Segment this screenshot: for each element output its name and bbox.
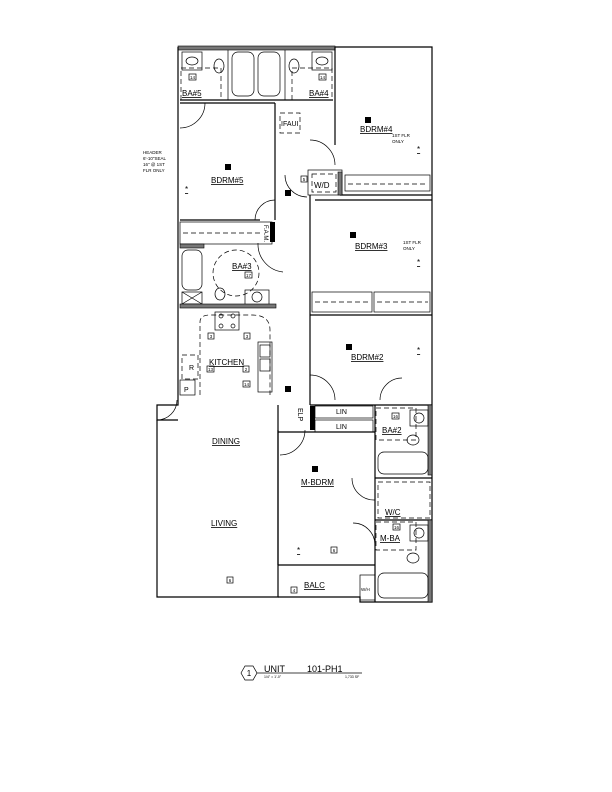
label-mba: M-BA [380, 534, 401, 543]
label-balc: BALC [304, 581, 325, 590]
label-lin: LIN [336, 424, 347, 431]
drawing-caption: 1 UNIT 101-PH1 1/4" = 1'-0" 1,733 SF [240, 664, 362, 681]
label-bdrm5: BDRM#5 [211, 176, 244, 185]
label-wh: W/H [361, 587, 370, 592]
tag: 16 [394, 525, 400, 530]
label-ba5: BA#5 [182, 89, 202, 98]
label-wc: W/C [385, 508, 401, 517]
note: 1ST FLR [403, 240, 422, 245]
label-bdrm2: BDRM#2 [351, 353, 384, 362]
tag: 14 [244, 382, 250, 387]
tag: 4 [293, 588, 296, 593]
tag: 2 [245, 367, 248, 372]
label-kitchen: KITCHEN [209, 358, 244, 367]
label-pantry: P [184, 387, 189, 394]
tag: 3 [210, 334, 213, 339]
label-bdrm4: BDRM#4 [360, 125, 393, 134]
tag: 6 [333, 548, 336, 553]
label-wd: W/D [314, 181, 330, 190]
smoke-detectors: * * * * * [185, 145, 420, 555]
svg-text:*: * [417, 346, 420, 355]
note: ONLY [392, 139, 404, 144]
svg-text:*: * [417, 145, 420, 154]
label-living: LIVING [211, 519, 237, 528]
fixture-tags: 14 14 5 17 3 3 13 2 14 16 16 6 6 4 [188, 73, 401, 594]
caption-scale: 1/4" = 1'-0" [264, 675, 282, 679]
label-lin: LIN [336, 409, 347, 416]
svg-text:*: * [185, 185, 188, 194]
label-ba3: BA#3 [232, 262, 252, 271]
walls: * * * * * [156, 45, 433, 603]
svg-text:*: * [417, 258, 420, 267]
room-labels: BA#5 BA#4 IFAUI BDRM#4 1ST FLR ONLY HEAD… [143, 89, 422, 592]
label-elp: ELP [296, 408, 303, 422]
note: 1ST FLR [392, 133, 411, 138]
label-dining: DINING [212, 437, 240, 446]
label-bdrm3: BDRM#3 [355, 242, 388, 251]
label-mbdrm: M-BDRM [301, 478, 334, 487]
fam-panel [270, 222, 275, 242]
tag: 17 [246, 273, 252, 278]
label-fam: F.A.M. [262, 225, 268, 242]
tag: 14 [190, 75, 196, 80]
header-note: 16" @ 1ST [143, 162, 165, 167]
label-ba4: BA#4 [309, 89, 329, 98]
tag: 13 [208, 367, 214, 372]
caption-title: UNIT [264, 664, 285, 674]
caption-number: 1 [247, 669, 252, 678]
header-note: FLR ONLY [143, 168, 165, 173]
header-note: 6'-10"SEAL [143, 156, 166, 161]
tag: 14 [320, 75, 326, 80]
tag: 3 [246, 334, 249, 339]
light-symbols [225, 117, 371, 472]
label-fau: IFAUI [281, 121, 299, 128]
tag: 16 [393, 414, 399, 419]
svg-text:*: * [297, 546, 300, 555]
caption-unit: 101-PH1 [307, 664, 343, 674]
header-note: HEADER [143, 150, 163, 155]
tag: 5 [303, 177, 306, 182]
note: ONLY [403, 246, 415, 251]
label-ba2: BA#2 [382, 426, 402, 435]
label-fridge: R [189, 365, 194, 372]
tag: 6 [229, 578, 232, 583]
caption-area: 1,733 SF [345, 675, 359, 679]
